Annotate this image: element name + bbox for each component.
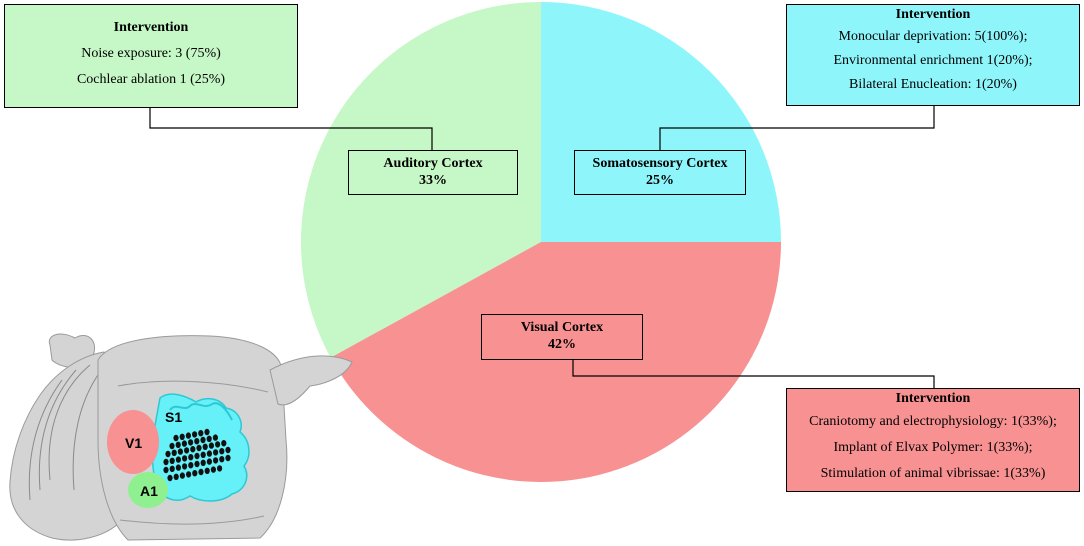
barrel-dot bbox=[200, 436, 206, 444]
visual-connector-line bbox=[572, 360, 935, 388]
somatosensory-connector-line bbox=[659, 106, 935, 150]
barrel-dot bbox=[190, 446, 196, 453]
barrel-dot bbox=[175, 456, 181, 463]
barrel-dot bbox=[167, 474, 173, 482]
auditory-intervention-box: Intervention Noise exposure: 3 (75%) Coc… bbox=[4, 4, 298, 108]
barrel-dot bbox=[202, 443, 208, 450]
barrel-dot bbox=[186, 471, 192, 478]
brain-illustration: V1 S1 A1 bbox=[9, 333, 353, 541]
visual-intervention-line-2: Implant of Elvax Polymer: 1(33%); bbox=[833, 440, 1033, 455]
a1-region bbox=[128, 472, 168, 508]
barrel-dot bbox=[182, 455, 188, 462]
barrel-dot bbox=[188, 462, 194, 469]
somatosensory-slice bbox=[541, 2, 781, 242]
barrel-dot bbox=[198, 430, 204, 437]
barrel-dot bbox=[194, 438, 200, 445]
cortex-outline-lines bbox=[117, 380, 269, 525]
barrel-dot bbox=[206, 458, 212, 465]
barrel-field bbox=[163, 428, 231, 482]
barrel-dot bbox=[225, 454, 231, 462]
barrel-dot bbox=[200, 451, 206, 458]
barrel-dot bbox=[173, 473, 179, 480]
barrel-dot bbox=[184, 447, 190, 454]
s1-label: S1 bbox=[165, 409, 182, 425]
barrel-dot bbox=[192, 431, 198, 438]
barrel-dot bbox=[208, 442, 214, 449]
barrel-dot bbox=[221, 440, 227, 447]
barrel-dot bbox=[182, 463, 188, 470]
barrel-dot bbox=[204, 467, 210, 474]
brainstem-shape bbox=[269, 355, 353, 406]
barrel-dot bbox=[198, 468, 204, 476]
barrel-dot bbox=[219, 448, 225, 455]
visual-slice bbox=[330, 242, 781, 482]
barrel-dot bbox=[188, 439, 194, 446]
a1-label: A1 bbox=[140, 483, 158, 499]
barrel-dot bbox=[213, 457, 219, 464]
barrel-dot bbox=[206, 450, 212, 457]
barrel-dot bbox=[194, 452, 200, 460]
visual-slice-value: 42% bbox=[548, 337, 576, 352]
barrel-dot bbox=[169, 465, 175, 472]
barrel-dot bbox=[204, 428, 210, 436]
barrel-dot bbox=[173, 434, 179, 442]
somatosensory-intervention-box: Intervention Monocular deprivation: 5(10… bbox=[786, 4, 1080, 106]
cerebellum-folds bbox=[28, 364, 101, 501]
auditory-slice-name: Auditory Cortex bbox=[383, 156, 483, 171]
auditory-intervention-line-1: Noise exposure: 3 (75%) bbox=[81, 46, 221, 61]
barrel-dot bbox=[219, 456, 225, 463]
barrel-dot bbox=[188, 454, 194, 461]
barrel-dot bbox=[163, 466, 169, 474]
auditory-slice-label: Auditory Cortex 33% bbox=[348, 150, 518, 195]
barrel-dot bbox=[200, 459, 206, 466]
auditory-intervention-title: Intervention bbox=[113, 20, 189, 35]
v1-region bbox=[107, 410, 159, 474]
barrel-dot bbox=[217, 465, 223, 472]
somatosensory-intervention-line-2: Environmental enrichment 1(20%); bbox=[833, 53, 1033, 68]
barrel-dot bbox=[179, 433, 185, 440]
auditory-slice-value: 33% bbox=[419, 173, 447, 188]
barrel-dot bbox=[169, 457, 175, 464]
auditory-connector-line bbox=[149, 108, 433, 150]
visual-intervention-line-1: Craniotomy and electrophysiology: 1(33%)… bbox=[809, 414, 1057, 429]
barrel-dot bbox=[212, 434, 218, 441]
somatosensory-intervention-line-3: Bilateral Enucleation: 1(20%) bbox=[849, 77, 1017, 92]
somatosensory-intervention-line-1: Monocular deprivation: 5(100%); bbox=[838, 29, 1028, 44]
barrel-dot bbox=[210, 466, 216, 473]
barrel-dot bbox=[213, 449, 219, 456]
barrel-dot bbox=[165, 450, 171, 458]
s1-squiggle bbox=[169, 402, 233, 421]
barrel-dot bbox=[169, 442, 175, 450]
visual-intervention-line-3: Stimulation of animal vibrissae: 1(33%) bbox=[820, 466, 1046, 481]
auditory-intervention-line-2: Cochlear ablation 1 (25%) bbox=[76, 72, 226, 87]
somatosensory-slice-value: 25% bbox=[646, 173, 674, 188]
barrel-dot bbox=[196, 444, 202, 452]
barrel-dot bbox=[163, 458, 169, 466]
barrel-dot bbox=[171, 449, 177, 456]
barrel-dot bbox=[185, 432, 191, 439]
barrel-dot bbox=[175, 441, 181, 448]
visual-slice-label: Visual Cortex 42% bbox=[481, 314, 643, 360]
barrel-dot bbox=[206, 435, 212, 442]
v1-label: V1 bbox=[125, 435, 142, 451]
barrel-dot bbox=[177, 448, 183, 455]
cerebellum-shape bbox=[9, 351, 119, 541]
visual-intervention-title: Intervention bbox=[895, 391, 971, 406]
barrel-dot bbox=[225, 446, 231, 454]
visual-intervention-box: Intervention Craniotomy and electrophysi… bbox=[786, 388, 1080, 492]
somatosensory-slice-label: Somatosensory Cortex 25% bbox=[574, 150, 746, 195]
barrel-dot bbox=[192, 470, 198, 477]
somatosensory-intervention-title: Intervention bbox=[895, 7, 971, 22]
barrel-dot bbox=[181, 440, 187, 447]
somatosensory-slice-name: Somatosensory Cortex bbox=[592, 156, 728, 171]
barrel-dot bbox=[215, 441, 221, 448]
visual-slice-name: Visual Cortex bbox=[520, 320, 604, 335]
barrel-dot bbox=[175, 464, 181, 471]
barrel-dot bbox=[179, 472, 185, 479]
barrel-dot bbox=[194, 460, 200, 468]
